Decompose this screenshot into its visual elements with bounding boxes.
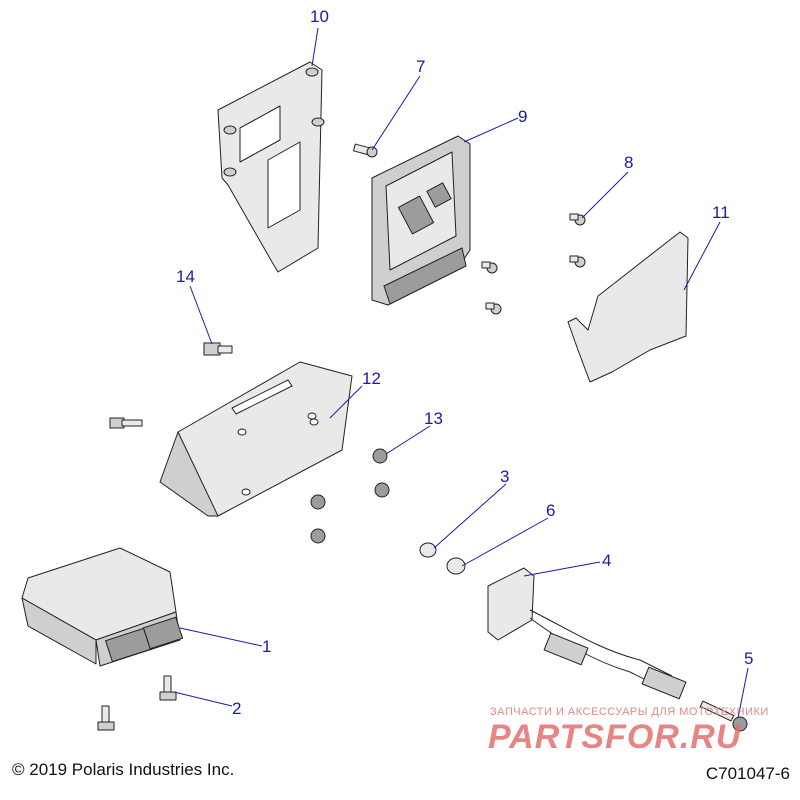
callout-2: 2 (232, 699, 241, 718)
callout-9: 9 (518, 107, 527, 126)
part-8-screws (481, 213, 586, 315)
watermark-logo: PARTSFOR.RU (488, 718, 742, 756)
callout-12: 12 (362, 369, 381, 388)
callout-6: 6 (546, 501, 555, 520)
part-13-push-rivets (310, 448, 390, 544)
figure-id: C701047-6 (705, 764, 790, 783)
callout-8: 8 (624, 153, 633, 172)
part-11-cover (567, 231, 689, 383)
part-6-spacer (446, 557, 466, 575)
watermark-tagline: ЗАПЧАСТИ И АКСЕССУАРЫ ДЛЯ МОТОТЕХНИКИ (490, 706, 769, 718)
part-14-bolt (203, 342, 233, 356)
leader-lines (173, 27, 749, 719)
callout-13: 13 (424, 409, 443, 428)
callout-5: 5 (744, 649, 753, 668)
callout-11: 11 (712, 203, 730, 222)
part-1-module (21, 547, 184, 667)
part-12-bracket (159, 361, 353, 517)
callout-4: 4 (602, 551, 611, 570)
callout-10: 10 (310, 7, 329, 26)
part-4-harness (487, 567, 687, 700)
callout-1: 1 (262, 637, 271, 656)
part-5-screw (699, 700, 748, 732)
part-2-bolts (97, 675, 177, 731)
part-7-screw (352, 143, 378, 158)
callout-3: 3 (500, 467, 509, 486)
part-9-ecu-module (371, 135, 471, 306)
callout-14: 14 (176, 267, 195, 286)
part-10-mounting-plate (217, 61, 325, 273)
bracket-bolt (109, 417, 143, 429)
callout-labels: 10 7 9 8 11 14 12 13 3 6 4 5 1 2 (176, 7, 753, 718)
callout-7: 7 (416, 57, 425, 76)
part-3-grommet (419, 542, 437, 558)
copyright-notice: © 2019 Polaris Industries Inc. (12, 760, 235, 779)
